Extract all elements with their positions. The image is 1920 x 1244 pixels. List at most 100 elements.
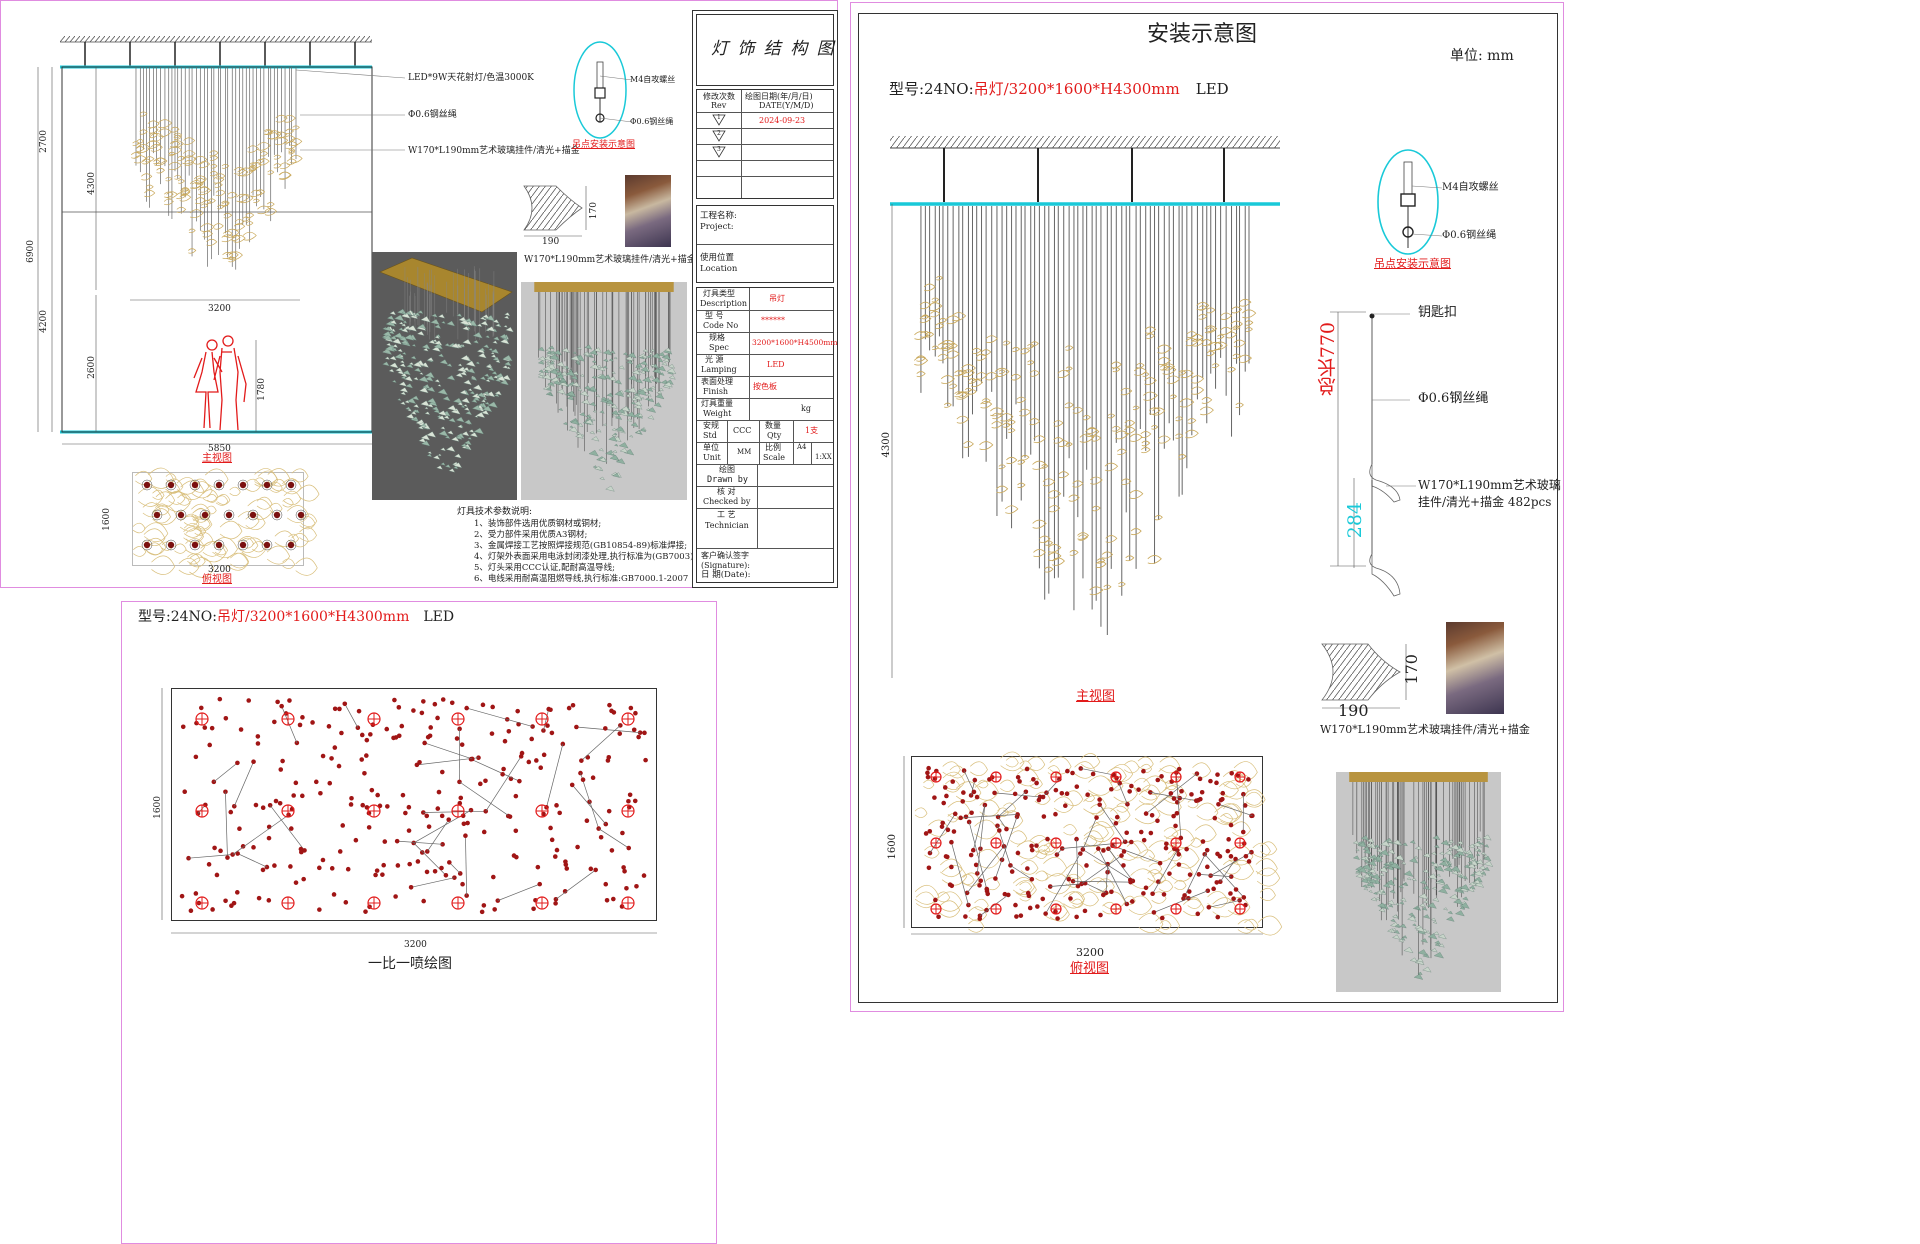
spec-row-val: LED xyxy=(767,360,785,369)
right-top-dim-w: 3200 xyxy=(1076,946,1104,959)
tech-note: 4、灯架外表面采用电泳封闭漆处理,执行标准为(GB7003) xyxy=(474,552,694,562)
render-3d-dark xyxy=(372,252,517,500)
glass-dim-w: 190 xyxy=(542,237,560,247)
right-front-view-label: 主视图 xyxy=(1076,689,1116,704)
render-3d-right xyxy=(1336,772,1501,992)
dim-5850: 5850 xyxy=(208,444,231,454)
spec-row-cn: 表面处理 xyxy=(701,377,733,386)
spec-row-val: 3200*1600*H4500mm xyxy=(752,338,838,347)
right-top-dim-h: 1600 xyxy=(887,834,898,860)
title-block: 灯 饰 结 构 图 修改次数 Rev 绘图日期(年/月/日) DATE(Y/M/… xyxy=(692,10,838,588)
render-3d-light xyxy=(521,282,687,500)
front-view-label: 主视图 xyxy=(202,453,232,464)
tech-note: 3、金属焊接工艺按照焊接规范(GB10854-89)标准焊接; xyxy=(474,541,688,551)
spray-caption: 一比一喷绘图 xyxy=(368,956,452,972)
scale-paper: A4 xyxy=(797,443,807,451)
drawn-label-en: Drawn by xyxy=(707,475,748,485)
technician-label: 工 艺 xyxy=(717,510,736,519)
spec-row-en: Finish xyxy=(703,387,729,396)
scale-value: 1:XX xyxy=(815,453,832,461)
spec-row-en: Code No xyxy=(703,321,739,330)
signature-label: 客户确认签字 xyxy=(701,551,749,560)
front-view-drawing xyxy=(37,36,406,445)
model-red: 吊灯/3200*1600*H4300mm xyxy=(973,80,1180,98)
strand-key-ring: 钥匙扣 xyxy=(1418,305,1458,320)
hook-screw-label: M4自攻螺丝 xyxy=(630,75,676,84)
tech-note: 6、电线采用耐高温阻燃导线,执行标准:GB7000.1-2007 xyxy=(474,574,689,584)
unit-label-en: Unit xyxy=(703,453,721,462)
spec-row-cn: 光 源 xyxy=(705,355,724,364)
date-label: 日 期(Date): xyxy=(701,570,751,580)
spec-row-val: kg xyxy=(801,404,811,413)
location-label-en: Location xyxy=(700,264,738,274)
qty-label: 数量 xyxy=(765,421,781,430)
rev-mark: 2 xyxy=(717,130,721,137)
spec-row-cn: 规格 xyxy=(709,333,725,342)
rev-mark: 3 xyxy=(717,146,721,153)
spray-dims xyxy=(161,688,657,934)
rev-date: 2024-09-23 xyxy=(759,116,806,125)
signature-label-en: (Signature): xyxy=(701,561,750,570)
std-label: 安规 xyxy=(703,421,719,430)
right-hook-caption: 吊点安装示意图 xyxy=(1374,257,1451,270)
rev-header-en: Rev xyxy=(711,101,727,110)
model-suffix: LED xyxy=(423,609,455,625)
scale-label-en: Scale xyxy=(763,453,786,462)
tech-notes-title: 灯具技术参数说明: xyxy=(457,507,533,517)
strand-detail xyxy=(1330,311,1416,597)
left-top-dim-w: 3200 xyxy=(208,565,231,575)
glass-caption: W170*L190mm艺术玻璃挂件/清光+描金 xyxy=(524,255,696,265)
std-label-en: Std xyxy=(703,431,717,440)
dim-3200: 3200 xyxy=(208,304,231,314)
dim-4300: 4300 xyxy=(87,172,97,195)
rev-mark: 1 xyxy=(717,114,721,121)
spray-dim-h: 1600 xyxy=(153,796,163,819)
spec-row-en: Lamping xyxy=(701,365,737,374)
title-block-title: 灯 饰 结 构 图 xyxy=(711,39,836,59)
tech-note: 5、灯头采用CCC认证,配耐高温导线; xyxy=(474,563,615,573)
model-red: 吊灯/3200*1600*H4300mm xyxy=(216,609,410,625)
dim-2600: 2600 xyxy=(87,356,97,379)
drawn-label: 绘图 xyxy=(719,465,735,474)
model-suffix: LED xyxy=(1195,80,1229,98)
strand-wire: Φ0.6钢丝绳 xyxy=(1418,391,1489,406)
glass-dim-h: 170 xyxy=(589,202,599,220)
right-glass-caption: W170*L190mm艺术玻璃挂件/清光+描金 xyxy=(1320,723,1530,736)
left-top-dim-h: 1600 xyxy=(102,508,112,531)
hook-caption: 吊点安装示意图 xyxy=(572,140,636,150)
glass-photo-left xyxy=(625,175,671,247)
callout-glass: W170*L190mm艺术玻璃挂件/清光+描金 xyxy=(408,146,580,156)
rev-table: 修改次数 Rev 绘图日期(年/月/日) DATE(Y/M/D) 1 2 3 2… xyxy=(696,89,834,199)
checked-label-en: Checked by xyxy=(703,497,751,506)
checked-label: 核 对 xyxy=(717,487,736,496)
right-unit: 单位: mm xyxy=(1450,48,1514,64)
top-view-label: 俯视图 xyxy=(202,574,232,585)
qty-value: 1支 xyxy=(805,426,819,435)
technician-label-en: Technician xyxy=(705,521,749,530)
callout-led: LED*9W天花射灯/色温3000K xyxy=(408,73,534,83)
right-model-line: 型号:24NO:吊灯/3200*1600*H4300mm LED xyxy=(889,82,1229,97)
qty-label-en: Qty xyxy=(767,431,782,440)
right-dim-height: 4300 xyxy=(881,432,892,458)
bottom-model-line: 型号:24NO:吊灯/3200*1600*H4300mm LED xyxy=(138,610,454,624)
unit-label: 单位 xyxy=(703,443,719,452)
spec-row-val: 吊灯 xyxy=(769,294,785,303)
strand-dim-284: 284 xyxy=(1344,502,1366,539)
hook-detail-right xyxy=(1377,149,1443,255)
dim-6900: 6900 xyxy=(26,240,36,263)
project-box: 工程名称: Project: 使用位置 Location xyxy=(696,205,834,283)
right-glass-h: 170 xyxy=(1402,654,1421,685)
right-drawing-sheet xyxy=(850,2,1564,1012)
model-prefix: 型号:24NO: xyxy=(138,609,217,625)
right-top-view-label: 俯视图 xyxy=(1070,961,1110,976)
dim-1780: 1780 xyxy=(257,378,267,401)
model-prefix: 型号:24NO: xyxy=(889,80,974,98)
spec-row-en: Spec xyxy=(709,343,729,352)
dim-4200: 4200 xyxy=(39,310,49,333)
spec-row-en: Weight xyxy=(703,409,732,418)
hook-detail-left xyxy=(573,41,633,139)
strand-piece-line2: 挂件/清光+描金 482pcs xyxy=(1418,495,1552,509)
spec-table: 灯具类型 Description 吊灯 型 号 Code No ****** 规… xyxy=(696,287,838,583)
spray-plan xyxy=(171,688,657,921)
right-inner-frame xyxy=(858,13,1558,1003)
